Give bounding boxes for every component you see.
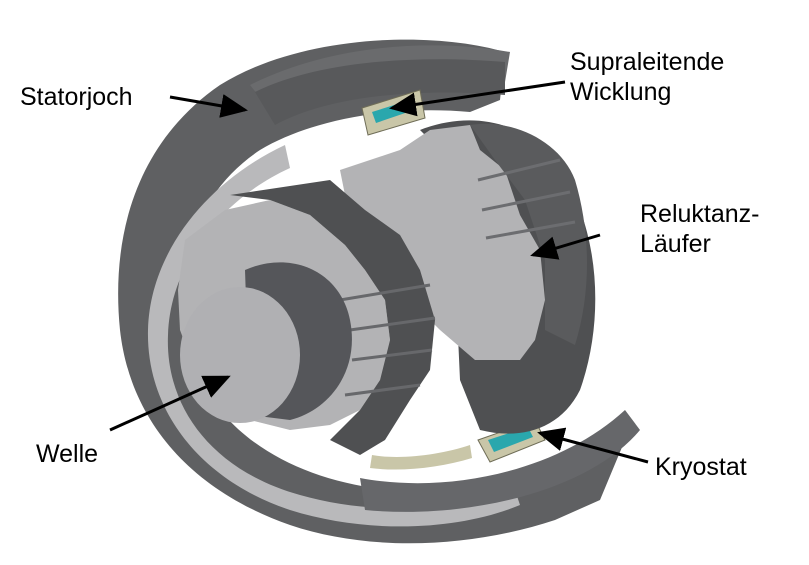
rotor-back-pole-stripes	[477, 158, 576, 240]
arrow-laeufer	[530, 233, 601, 260]
rotor-back-pole	[470, 123, 588, 345]
arrow-welle	[109, 375, 231, 432]
shaft-end-face	[180, 287, 300, 423]
label-laeufer-line1: Reluktanz-	[640, 200, 760, 228]
rotor-front-pole-stripes	[339, 283, 436, 397]
leader-lines	[109, 80, 649, 464]
stator-yoke	[118, 39, 640, 544]
label-wicklung-line2: Wicklung	[570, 77, 672, 106]
arrow-wicklung	[389, 80, 566, 117]
rotor-back	[340, 120, 596, 434]
coil-bottom	[488, 427, 533, 452]
rotor-back-face	[340, 125, 545, 360]
rotor-front-pole	[230, 180, 435, 455]
stator-outer-ring	[118, 39, 626, 544]
label-statorjoch: Statorjoch	[20, 83, 133, 111]
cryostat-bottom-strip	[370, 445, 472, 470]
label-kryostat: Kryostat	[655, 453, 747, 481]
arrow-statorjoch	[169, 94, 248, 118]
stator-bottom-segment	[360, 410, 640, 512]
label-welle: Welle	[36, 440, 99, 468]
label-wicklung-line1: Supraleitende	[570, 48, 725, 76]
arrow-kryostat	[537, 427, 649, 464]
label-reluktanz-laeufer: Reluktanz- Läufer	[640, 200, 760, 259]
label-supraleitende-wicklung: Supraleitende Wicklung	[570, 48, 724, 107]
label-laeufer-line2: Läufer	[640, 229, 711, 258]
stator-top-face	[255, 59, 505, 125]
